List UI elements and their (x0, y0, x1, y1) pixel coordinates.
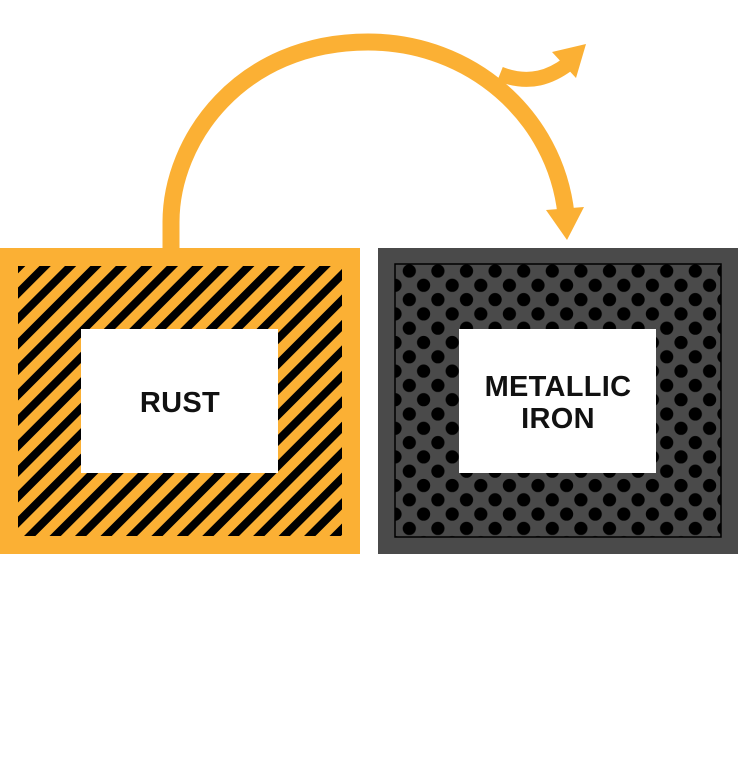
iron-label-line1: METALLIC (485, 371, 632, 403)
curved-arrow-branch (497, 57, 573, 87)
iron-label-line2: IRON (521, 403, 595, 435)
arrow-head-up (552, 44, 586, 78)
curved-arrow-icon (162, 33, 586, 250)
iron-label-panel (459, 329, 656, 473)
rust-label: RUST (140, 387, 220, 419)
curved-arrow-shaft (162, 33, 575, 250)
rust-label-panel (81, 329, 278, 473)
rust-box: RUST (0, 248, 360, 554)
iron-box: METALLIC IRON (378, 248, 738, 554)
arrow-head-down (546, 207, 584, 240)
